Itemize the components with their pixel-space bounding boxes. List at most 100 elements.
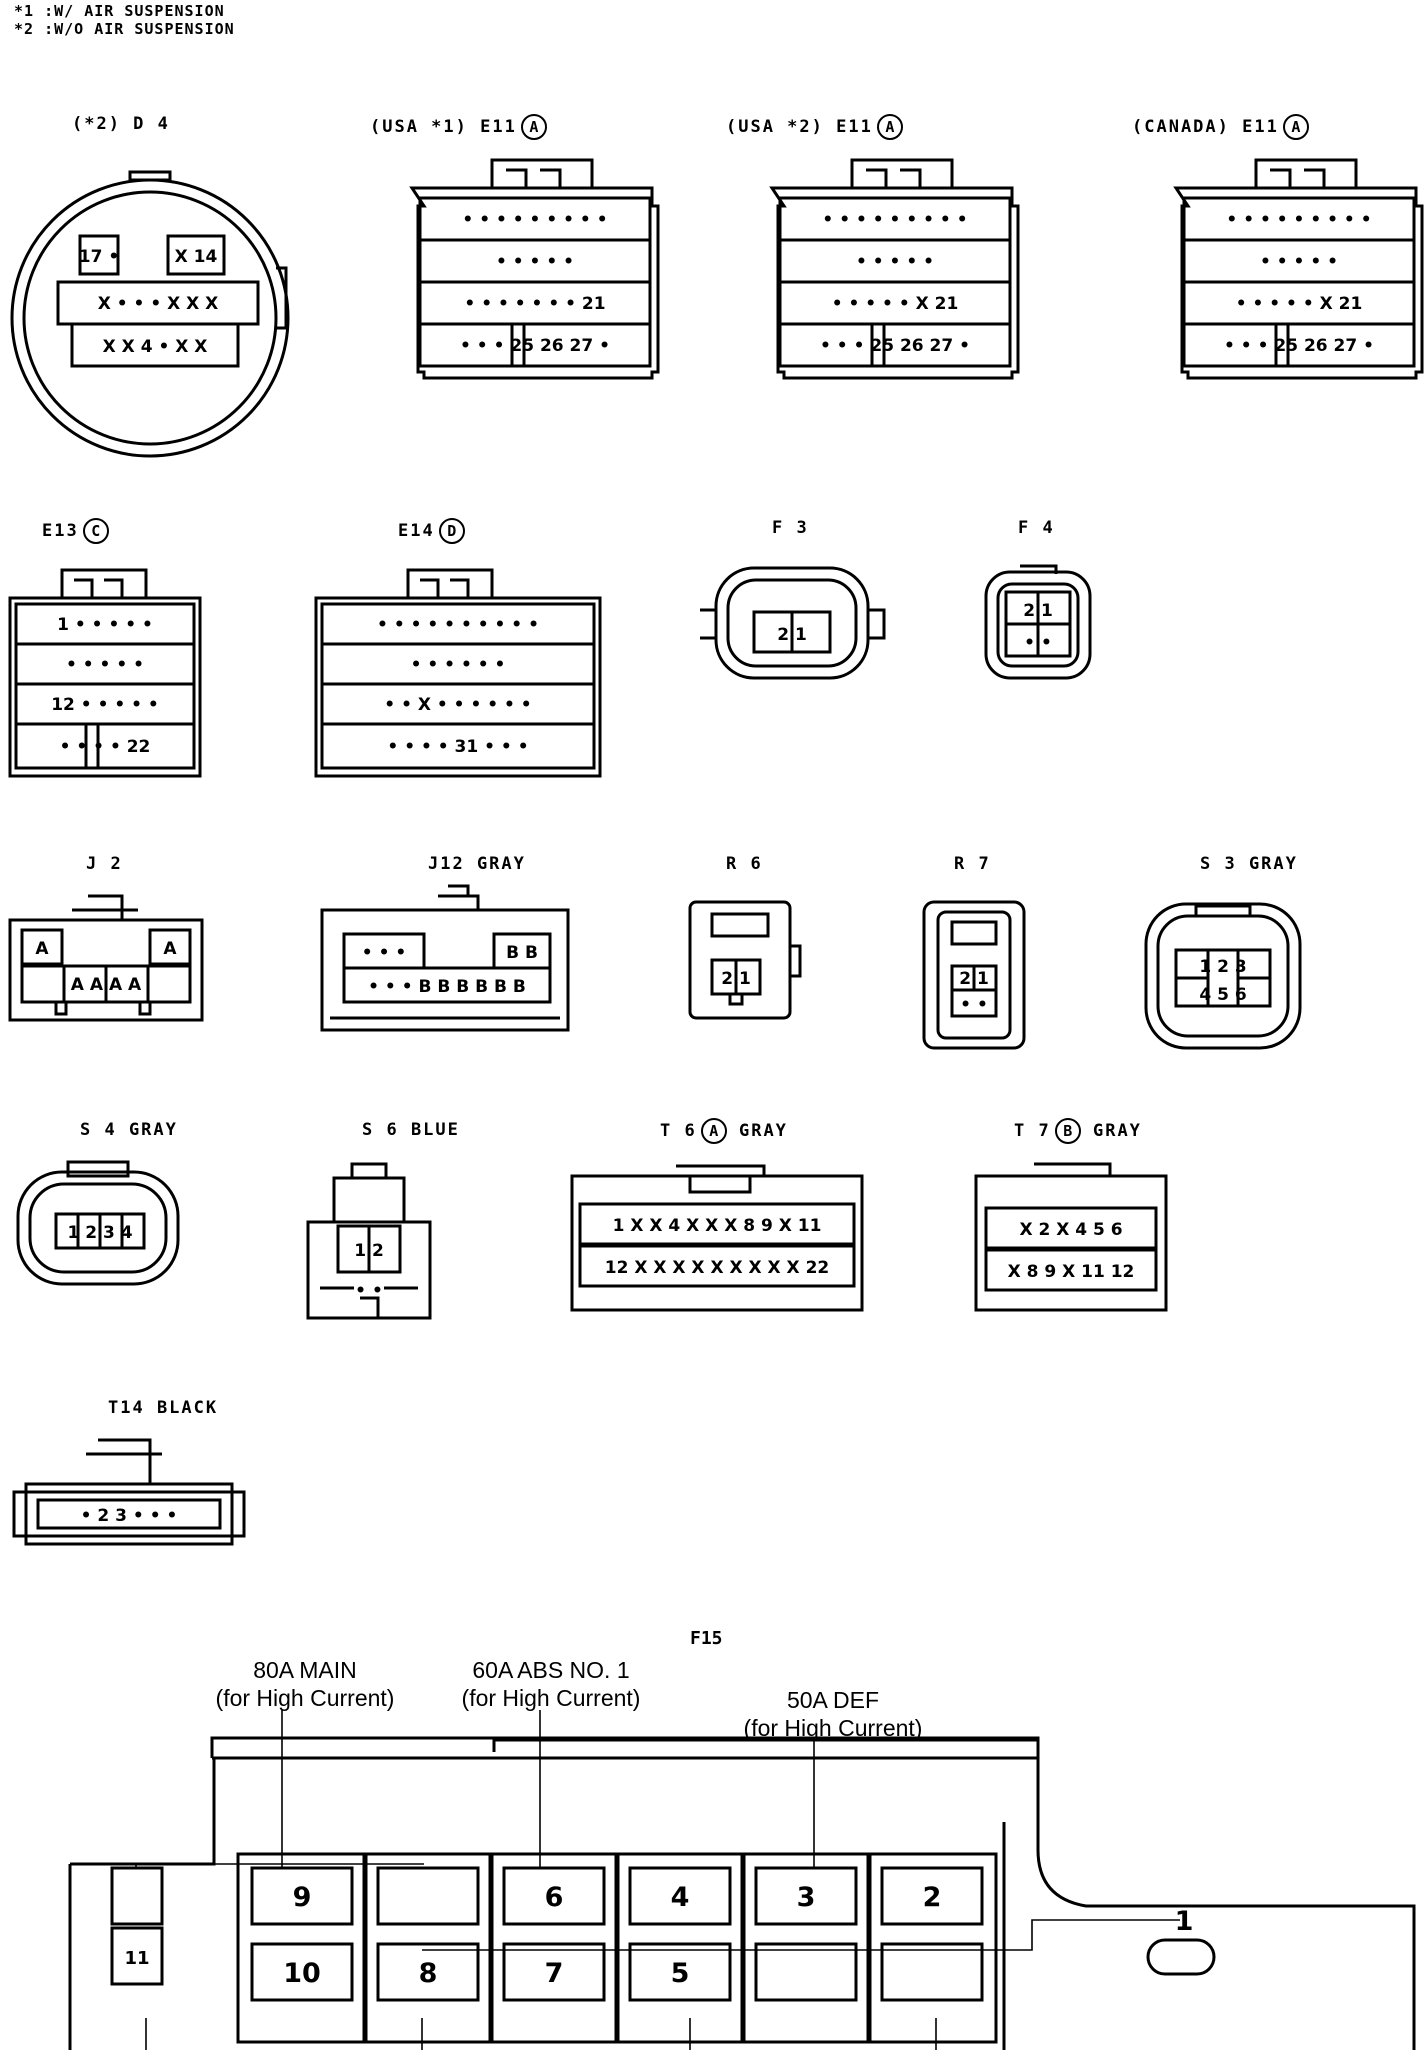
connector-t6 xyxy=(570,1164,864,1312)
label-d4: (*2) D 4 xyxy=(72,114,170,134)
badge-circle: A xyxy=(876,114,903,140)
connector-r6 xyxy=(688,900,802,1020)
label-f4: F 4 xyxy=(1018,518,1055,538)
svg-text:4 5 6: 4 5 6 xyxy=(1199,985,1246,1005)
svg-text:• • • • • •: • • • • • • xyxy=(411,655,506,675)
svg-text:1 • • • • •: 1 • • • • • xyxy=(57,615,153,635)
svg-text:X 2 X 4 5 6: X 2 X 4 5 6 xyxy=(1019,1220,1122,1240)
connector-j12 xyxy=(320,884,570,1032)
connector-r7 xyxy=(922,900,1026,1050)
svg-text:12 • • • • •: 12 • • • • • xyxy=(51,695,159,715)
svg-text:• • • • •: • • • • • xyxy=(496,252,574,272)
svg-text:• • • • 22: • • • • 22 xyxy=(60,737,151,757)
connector-s6 xyxy=(306,1162,432,1320)
badge-circle: B xyxy=(1054,1118,1081,1144)
svg-text:X 8 9 X 11 12: X 8 9 X 11 12 xyxy=(1008,1262,1135,1282)
label-s4: S 4 GRAY xyxy=(80,1120,178,1140)
svg-text:• • • • • X 21: • • • • • X 21 xyxy=(1236,294,1363,314)
svg-text:• • • • • • • • •: • • • • • • • • • xyxy=(822,210,967,230)
connector-e11-canada xyxy=(1173,158,1424,380)
svg-text:• •: • • xyxy=(1024,633,1052,653)
connector-j2 xyxy=(8,894,204,1022)
callout-80a-main: 80A MAIN(for High Current) xyxy=(215,1657,395,1711)
label-s6: S 6 BLUE xyxy=(362,1120,460,1140)
svg-text:• • • • • • • 21: • • • • • • • 21 xyxy=(464,294,605,314)
svg-text:• • • 25 26 27 •: • • • 25 26 27 • xyxy=(1224,336,1374,356)
fuse-10: 10 xyxy=(283,1958,321,1989)
fuse-1: 1 xyxy=(1175,1906,1194,1937)
label-f15: F15 xyxy=(690,1628,723,1649)
svg-text:• •: • • xyxy=(355,1281,383,1301)
svg-text:2 1: 2 1 xyxy=(777,625,807,645)
svg-text:2 1: 2 1 xyxy=(959,969,989,989)
svg-text:1 X X 4 X X X 8 9 X 11: 1 X X 4 X X X 8 9 X 11 xyxy=(613,1216,822,1236)
svg-text:1 2: 1 2 xyxy=(354,1241,384,1261)
svg-text:• • • • • • • • •: • • • • • • • • • xyxy=(1226,210,1371,230)
svg-text:B B: B B xyxy=(506,943,538,963)
connector-d4 xyxy=(10,170,290,458)
svg-text:• • • • • • • • • •: • • • • • • • • • • xyxy=(377,615,539,635)
connector-s4 xyxy=(16,1160,180,1286)
svg-text:• 2 3 • • •: • 2 3 • • • xyxy=(81,1506,178,1526)
svg-text:• • •: • • • xyxy=(362,943,406,963)
badge-circle: A xyxy=(700,1118,727,1144)
svg-text:• • • 25 26 27 •: • • • 25 26 27 • xyxy=(460,336,610,356)
label-r7: R 7 xyxy=(954,854,991,874)
svg-text:12 X X X X X X X X X 22: 12 X X X X X X X X X 22 xyxy=(605,1258,829,1278)
fuse-4: 4 xyxy=(671,1882,690,1913)
fuse-9: 9 xyxy=(293,1882,312,1913)
connector-t7 xyxy=(974,1162,1168,1312)
label-s3: S 3 GRAY xyxy=(1200,854,1298,874)
svg-text:• • • • •: • • • • • xyxy=(856,252,934,272)
fuse-block-f15 xyxy=(68,1710,1416,2050)
label-f3: F 3 xyxy=(772,518,809,538)
connector-f3 xyxy=(700,566,886,680)
label-t14: T14 BLACK xyxy=(108,1398,219,1418)
connector-e13 xyxy=(8,568,202,778)
svg-text:1 2 3: 1 2 3 xyxy=(1199,957,1246,977)
svg-text:• • X • • • • • •: • • X • • • • • • xyxy=(384,695,531,715)
badge-circle: C xyxy=(82,518,109,544)
connector-e11-usa1 xyxy=(409,158,660,380)
svg-text:• • • 25 26 27 •: • • • 25 26 27 • xyxy=(820,336,970,356)
svg-text:• • • • • X 21: • • • • • X 21 xyxy=(832,294,959,314)
svg-text:• • • • • • • • •: • • • • • • • • • xyxy=(462,210,607,230)
svg-text:2 1: 2 1 xyxy=(721,969,751,989)
svg-text:• • • • 31 • • •: • • • • 31 • • • xyxy=(387,737,528,757)
fuse-7: 7 xyxy=(545,1958,564,1989)
fuse-3: 3 xyxy=(797,1882,816,1913)
svg-text:X • • • X X X: X • • • X X X xyxy=(98,294,219,314)
svg-text:A: A xyxy=(35,939,49,959)
note-no-air-suspension: *2 :W/O AIR SUSPENSION xyxy=(14,20,235,38)
svg-text:17 •: 17 • xyxy=(79,247,119,267)
svg-text:1 2 3 4: 1 2 3 4 xyxy=(67,1223,132,1243)
connector-s3 xyxy=(1144,902,1302,1050)
svg-text:• • • • •: • • • • • xyxy=(1260,252,1338,272)
svg-text:2 1: 2 1 xyxy=(1023,601,1053,621)
svg-text:A: A xyxy=(163,939,177,959)
svg-text:X X 4 • X X: X X 4 • X X xyxy=(103,337,208,357)
fuse-6: 6 xyxy=(545,1882,564,1913)
note-air-suspension: *1 :W/ AIR SUSPENSION xyxy=(14,2,225,20)
fuse-8: 8 xyxy=(419,1958,438,1989)
fuse-2: 2 xyxy=(923,1882,942,1913)
connector-e11-usa2 xyxy=(769,158,1020,380)
svg-text:• • • • •: • • • • • xyxy=(66,655,144,675)
fuse-5: 5 xyxy=(671,1958,690,1989)
label-j2: J 2 xyxy=(86,854,123,874)
pin-legend: 17 • X 14 X • • • X X X X X 4 • X X • • •… xyxy=(35,210,1374,1526)
svg-text:• • • B B B B B B: • • • B B B B B B xyxy=(368,977,526,997)
relay-11: 11 xyxy=(124,1948,149,1969)
badge-circle: A xyxy=(1282,114,1309,140)
svg-text:X 14: X 14 xyxy=(175,247,218,267)
callout-60a-abs: 60A ABS NO. 1(for High Current) xyxy=(461,1657,641,1711)
connector-t14 xyxy=(12,1438,246,1546)
connector-e14 xyxy=(314,568,602,778)
